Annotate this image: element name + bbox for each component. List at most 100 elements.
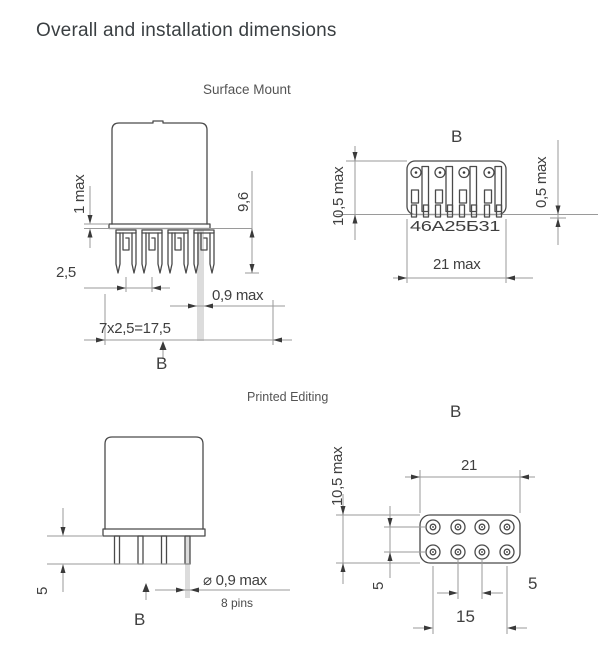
pin-circle — [457, 551, 459, 553]
dim-protrusion-0-5: 0,5 max — [533, 140, 566, 245]
pin-circle — [506, 551, 508, 553]
drawing-rect — [434, 189, 444, 204]
pin-circle — [454, 548, 462, 556]
dimension-arrowhead — [411, 474, 420, 480]
printed-side-view-drawing: 5 ⌀ 0,9 max 8 pins B — [34, 436, 290, 629]
dimension-arrowhead — [87, 228, 93, 238]
dimension-arrowhead — [520, 474, 529, 480]
drawing-rect — [470, 204, 478, 218]
dimension-arrowhead — [555, 218, 561, 227]
drawing-rect — [137, 535, 144, 565]
dim-label-contact-5: 5 — [528, 574, 537, 593]
dimension-arrowhead — [424, 625, 433, 631]
dimension-arrowhead — [188, 303, 197, 309]
view-marker-label: B — [134, 610, 145, 629]
dimension-arrowhead — [340, 563, 346, 572]
dimension-arrowhead — [398, 275, 407, 281]
dim-height-9-6: 9,6 — [235, 171, 259, 274]
pin-number-labels: 46А25Б31 — [410, 218, 500, 235]
dim-label-diameter: ⌀ 0,9 max — [203, 572, 268, 589]
path-shape — [174, 232, 182, 251]
dim-label-1max: 1 max — [71, 174, 88, 214]
pin-circle — [474, 519, 490, 535]
relay-footprint-outline — [419, 514, 521, 564]
dimension-arrowhead — [352, 214, 358, 224]
pin-circle — [450, 519, 466, 535]
dimension-arrowhead — [87, 215, 93, 224]
pin-circle — [457, 526, 459, 528]
tht-pins — [113, 535, 191, 565]
drawing-rect — [483, 204, 491, 218]
section-label-surface-mount: Surface Mount — [203, 82, 291, 97]
drawing-rect — [421, 165, 430, 213]
dimension-arrowhead — [60, 527, 66, 536]
dim-span-15: 15 — [413, 566, 527, 634]
dimension-arrowhead — [506, 275, 515, 281]
drawing-rect — [410, 204, 418, 218]
measured-pin-highlight — [197, 230, 204, 341]
dim-label-row-5: 5 — [370, 582, 387, 590]
dimension-arrowhead — [117, 285, 126, 291]
dimension-arrowhead — [152, 285, 161, 291]
smd-side-view-drawing: 1 max 9,6 2,5 — [56, 120, 292, 373]
dimension-arrowhead — [352, 152, 358, 161]
pin-circle — [499, 544, 515, 560]
path-shape — [209, 232, 215, 274]
drawing-rect — [113, 535, 121, 565]
drawing-rect — [494, 165, 503, 213]
pin-circle — [503, 548, 511, 556]
dimension-arrowhead — [555, 205, 561, 215]
pin-circle — [474, 544, 490, 560]
pin-circle — [432, 526, 434, 528]
pin-circle — [454, 523, 462, 531]
printed-bottom-view-drawing: B 21 — [329, 402, 537, 634]
dim-label-10-5-max: 10,5 max — [329, 446, 346, 506]
smd-pin-groups — [115, 229, 215, 274]
smd-bottom-view-drawing: B 46А25Б31 — [330, 127, 598, 283]
dim-pin-diameter: ⌀ 0,9 max 8 pins — [155, 572, 290, 610]
dim-body-height-10-5: 10,5 max — [329, 446, 420, 584]
contact-columns — [410, 165, 503, 218]
pin-circle — [481, 551, 483, 553]
dimension-arrowhead — [340, 506, 346, 515]
dimension-arrowhead — [190, 587, 199, 593]
dim-row-pitch-5: 5 — [370, 506, 426, 590]
pin-circle — [429, 523, 437, 531]
relay-body-outline — [111, 120, 208, 225]
pin-circle — [438, 171, 442, 174]
drawing-rect — [160, 535, 168, 565]
drawing-rect — [193, 229, 215, 234]
pin-circle — [434, 166, 446, 179]
dimension-arrowhead — [96, 337, 105, 343]
dimension-arrowhead — [60, 564, 66, 573]
dim-width-21-max: 21 max — [393, 219, 533, 283]
path-shape — [157, 232, 163, 274]
dim-label-0-9-max: 0,9 max — [212, 287, 264, 304]
dim-contact-pitch-5: 5 — [437, 560, 537, 599]
path-shape — [122, 232, 130, 251]
view-label-b: B — [450, 402, 461, 421]
dimension-arrowhead — [249, 264, 255, 273]
pin-circle — [487, 171, 491, 174]
section-label-printed-editing: Printed Editing — [247, 390, 329, 404]
pin-circle — [410, 166, 422, 179]
pin-circle — [414, 171, 418, 174]
view-label-b: B — [451, 127, 462, 146]
drawing-rect — [446, 204, 454, 218]
pin-circle — [483, 166, 495, 179]
dim-body-height-10-5: 10,5 max — [330, 146, 407, 240]
dim-total-pitch: 7x2,5=17,5 — [84, 294, 292, 345]
pin-circle — [450, 544, 466, 560]
pin-circle — [506, 526, 508, 528]
view-marker-label: B — [156, 354, 167, 373]
pin-circle — [429, 548, 437, 556]
drawing-rect — [458, 189, 468, 204]
drawing-rect — [469, 165, 478, 213]
dim-label-21-max: 21 max — [433, 256, 481, 273]
view-marker-b-printed: B — [134, 583, 150, 629]
view-marker-b-smd: B — [156, 341, 167, 373]
pin-circle — [478, 523, 486, 531]
path-shape — [183, 232, 189, 274]
